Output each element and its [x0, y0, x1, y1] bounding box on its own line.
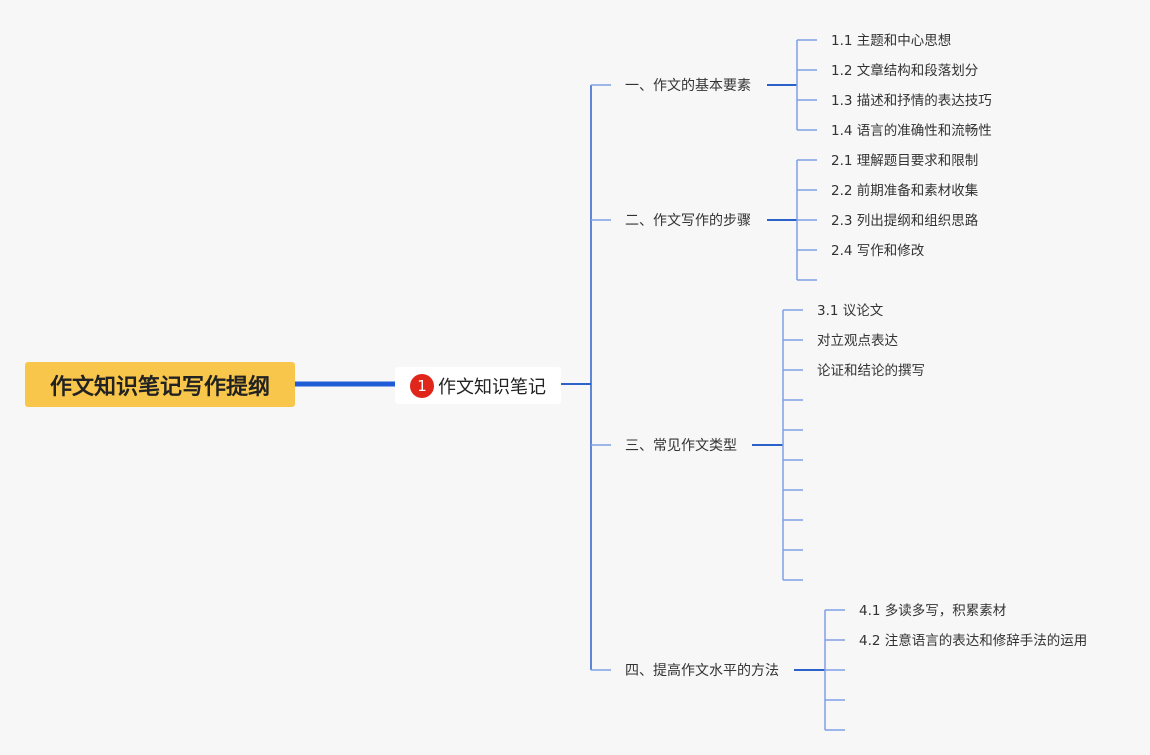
section-1-item-3[interactable]: 1.3 描述和抒情的表达技巧 [831, 92, 992, 110]
section-2-item-2[interactable]: 2.2 前期准备和素材收集 [831, 182, 978, 200]
item-label: 1.2 文章结构和段落划分 [831, 63, 979, 79]
item-label: 2.3 列出提纲和组织思路 [831, 213, 979, 229]
section-1-item-4[interactable]: 1.4 语言的准确性和流畅性 [831, 122, 992, 140]
item-label: 4.2 注意语言的表达和修辞手法的运用 [859, 633, 1088, 649]
item-label: 1.3 描述和抒情的表达技巧 [831, 93, 992, 109]
priority-1-icon: 1 [410, 373, 434, 398]
item-label: 2.4 写作和修改 [831, 243, 925, 259]
section-1-topic[interactable]: 一、作文的基本要素 [625, 76, 751, 96]
item-label: 1.4 语言的准确性和流畅性 [831, 123, 992, 139]
item-label: 2.1 理解题目要求和限制 [831, 153, 979, 169]
item-label: 论证和结论的撰写 [817, 363, 925, 379]
item-label: 4.1 多读多写，积累素材 [859, 603, 1007, 619]
section-4-item-2[interactable]: 4.2 注意语言的表达和修辞手法的运用 [859, 632, 1087, 650]
section-1-item-2[interactable]: 1.2 文章结构和段落划分 [831, 62, 978, 80]
section-2-item-4[interactable]: 2.4 写作和修改 [831, 242, 924, 260]
section-1-item-1[interactable]: 1.1 主题和中心思想 [831, 32, 951, 50]
item-label: 2.2 前期准备和素材收集 [831, 183, 979, 199]
section-2-topic[interactable]: 二、作文写作的步骤 [625, 211, 751, 231]
root-title: 作文知识笔记写作提纲 [49, 374, 270, 400]
section-2-item-3[interactable]: 2.3 列出提纲和组织思路 [831, 212, 978, 230]
section-2-item-1[interactable]: 2.1 理解题目要求和限制 [831, 152, 978, 170]
section-4-item-1[interactable]: 4.1 多读多写，积累素材 [859, 602, 1006, 620]
central-topic[interactable]: 1 作文知识笔记 [395, 367, 561, 404]
item-label: 3.1 议论文 [817, 303, 884, 319]
section-3-topic[interactable]: 三、常见作文类型 [625, 436, 737, 456]
section-3-label: 三、常见作文类型 [625, 438, 737, 454]
item-label: 1.1 主题和中心思想 [831, 33, 952, 49]
root-topic[interactable]: 作文知识笔记写作提纲 [25, 362, 295, 407]
section-1-label: 一、作文的基本要素 [625, 78, 751, 94]
section-4-label: 四、提高作文水平的方法 [625, 663, 779, 679]
section-2-label: 二、作文写作的步骤 [625, 213, 751, 229]
central-topic-label: 作文知识笔记 [438, 376, 546, 398]
section-3-item-3[interactable]: 论证和结论的撰写 [817, 362, 925, 380]
section-3-item-1[interactable]: 3.1 议论文 [817, 302, 883, 320]
item-label: 对立观点表达 [817, 333, 898, 349]
section-4-topic[interactable]: 四、提高作文水平的方法 [625, 661, 779, 681]
section-3-item-2[interactable]: 对立观点表达 [817, 332, 898, 350]
